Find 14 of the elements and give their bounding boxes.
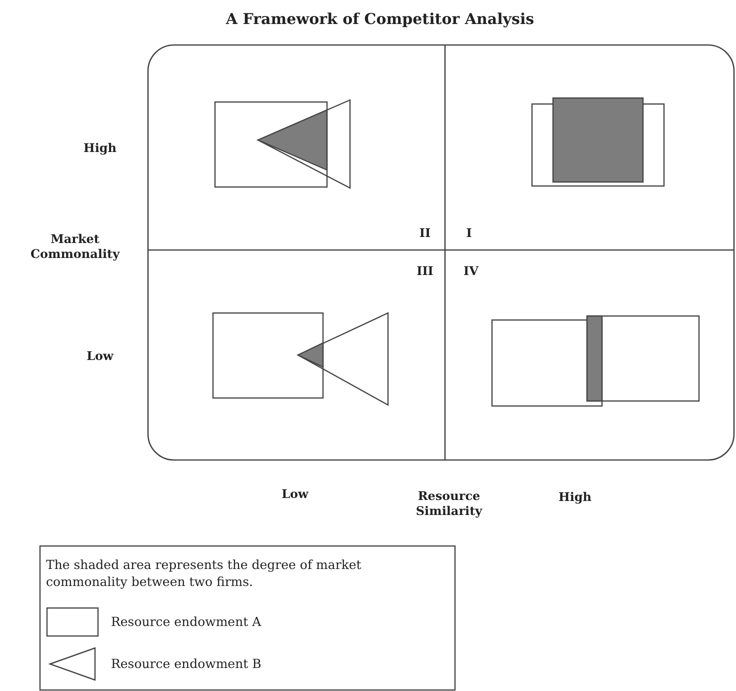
axis-title: Resource Similarity	[414, 489, 484, 519]
diagram-title: A Framework of Competitor Analysis	[224, 10, 536, 28]
quadrant-number: II	[418, 226, 432, 241]
axis-label: Low	[86, 349, 114, 364]
axis-label: High	[557, 490, 592, 505]
legend-label: Resource endowment A	[111, 614, 262, 629]
axis-label: Low	[280, 487, 310, 502]
axis-title: Market Commonality	[29, 232, 121, 262]
quadrant-number: III	[416, 264, 434, 279]
quadrant-number: I	[465, 226, 473, 241]
quadrant-number: IV	[462, 264, 480, 279]
legend-label: Resource endowment B	[111, 656, 262, 671]
legend-note: The shaded area represents the degree of market commonality between two firms.	[46, 556, 362, 590]
axis-label: High	[82, 141, 118, 156]
